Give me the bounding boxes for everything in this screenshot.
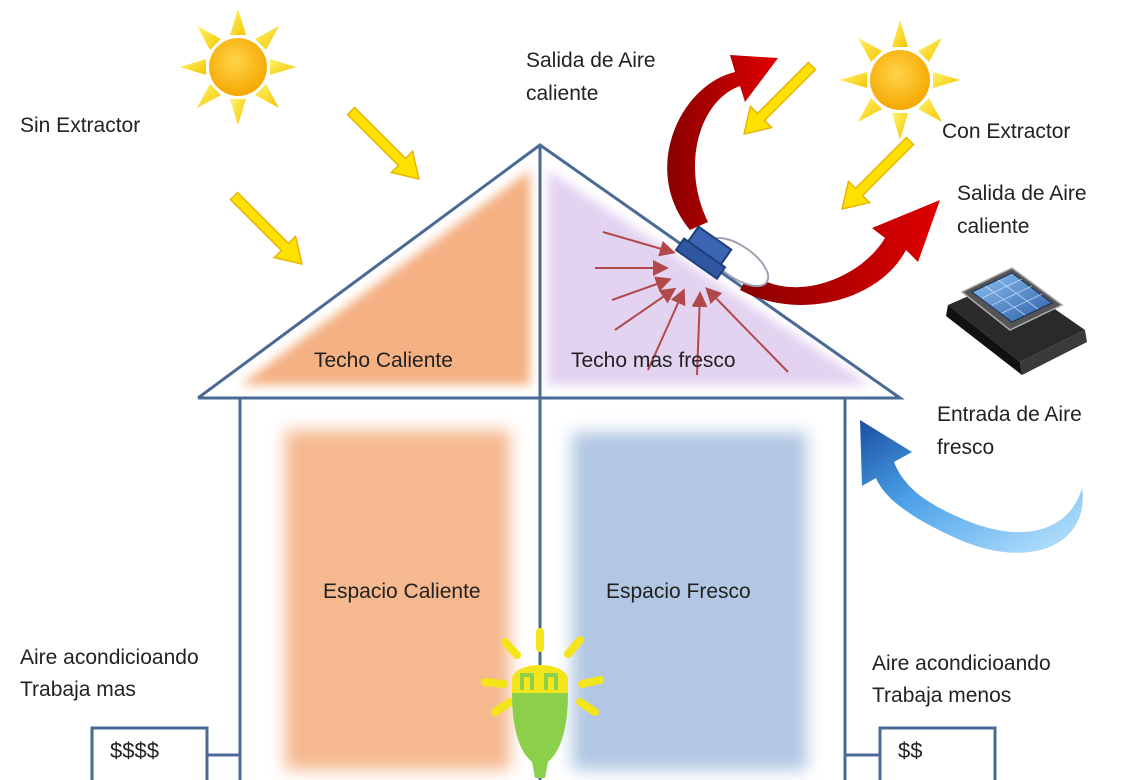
con-extractor-label: Con Extractor — [942, 120, 1071, 143]
solar-extractor-icon — [946, 267, 1087, 375]
hot-air-exit-arrow-right — [740, 200, 940, 305]
ac-right-line2: Trabaja menos — [872, 684, 1012, 707]
ac-unit-left — [90, 726, 240, 780]
cool-roof-label: Techo mas fresco — [571, 349, 736, 372]
hot-space-fill — [285, 430, 510, 770]
cool-roof-fill — [548, 170, 870, 385]
heat-flow-arrows — [595, 231, 789, 376]
fresh-air-inlet-line2: fresco — [937, 436, 995, 459]
sun-icon-left — [180, 9, 296, 125]
hot-space-label: Espacio Caliente — [323, 580, 481, 603]
fresh-air-inlet-line1: Entrada de Aire — [937, 403, 1082, 426]
sunlight-arrows — [229, 61, 915, 265]
cool-space-label: Espacio Fresco — [606, 580, 751, 603]
hot-air-exit-top-line1: Salida de Aire — [526, 49, 656, 72]
cool-space-fill — [572, 432, 807, 770]
light-bulb-icon — [481, 628, 604, 778]
sin-extractor-label: Sin Extractor — [20, 114, 141, 137]
hot-air-exit-right-line1: Salida de Aire — [957, 182, 1087, 205]
ac-right-line1: Aire acondicioando — [872, 652, 1051, 675]
hot-air-exit-top-line2: caliente — [526, 82, 599, 105]
roof-vent-icon — [674, 225, 770, 287]
hot-roof-label: Techo Caliente — [314, 349, 453, 372]
ac-left-line1: Aire acondicioando — [20, 646, 199, 669]
hot-air-exit-right-line2: caliente — [957, 215, 1030, 238]
cost-right-label: $$ — [898, 738, 923, 763]
ac-left-line2: Trabaja mas — [20, 678, 136, 701]
hot-roof-fill — [240, 170, 530, 385]
hot-air-exit-arrow-up — [667, 55, 778, 230]
fresh-air-inlet-arrow — [860, 420, 1083, 553]
sun-icon-right — [840, 20, 960, 140]
cost-left-label: $$$$ — [110, 738, 159, 763]
ac-unit-right — [845, 726, 997, 780]
